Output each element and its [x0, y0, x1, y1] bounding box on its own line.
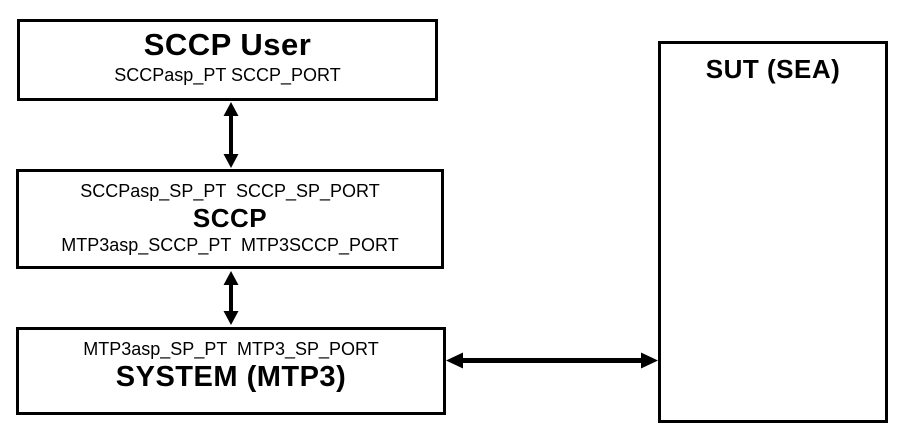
box-sccp-user: SCCP User SCCPasp_PT SCCP_PORT: [17, 19, 438, 101]
system-mtp3-title: SYSTEM (MTP3): [115, 361, 347, 393]
sccp-user-ports: SCCPasp_PT SCCP_PORT: [114, 65, 341, 85]
box-system-mtp3: MTP3asp_SP_PT MTP3_SP_PORT SYSTEM (MTP3): [16, 327, 446, 415]
sccp-top-ports: SCCPasp_SP_PT SCCP_SP_PORT: [80, 181, 380, 201]
sccp-user-title: SCCP User: [143, 27, 312, 62]
box-sut: SUT (SEA): [658, 41, 888, 423]
system-mtp3-ports: MTP3asp_SP_PT MTP3_SP_PORT: [83, 339, 379, 359]
sccp-title: SCCP: [192, 203, 268, 233]
arrow-sccpuser-sccp: [223, 102, 239, 168]
box-sccp: SCCPasp_SP_PT SCCP_SP_PORT SCCP MTP3asp_…: [16, 169, 444, 269]
sccp-bottom-ports: MTP3asp_SCCP_PT MTP3SCCP_PORT: [61, 235, 399, 255]
arrow-sccp-system: [223, 271, 239, 325]
sut-title: SUT (SEA): [705, 54, 841, 84]
arrow-system-sut: [446, 352, 658, 369]
